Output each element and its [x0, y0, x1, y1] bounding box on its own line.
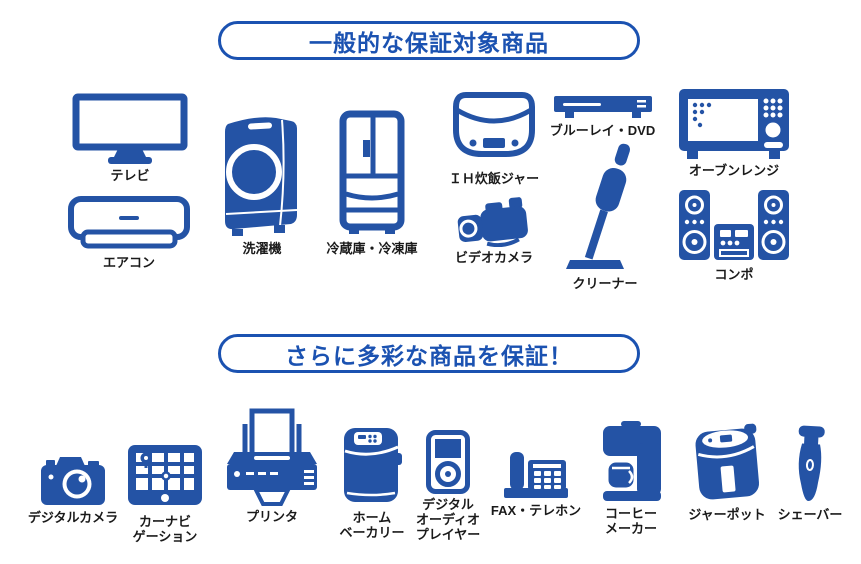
item-compo: コンポ: [678, 190, 790, 283]
item-video-camera: ビデオカメラ: [448, 197, 540, 266]
section-title-more: さらに多彩な商品を保証！: [218, 334, 640, 373]
item-label: FAX・テレホン: [490, 503, 582, 518]
item-printer: プリンタ: [224, 408, 320, 525]
section-title-text: 一般的な保証対象商品: [309, 29, 549, 56]
item-refrigerator: 冷蔵庫・冷凍庫: [320, 110, 424, 257]
jar-pot-icon: [695, 423, 760, 500]
item-label: オーブンレンジ: [688, 163, 780, 178]
item-label: ブルーレイ・DVD: [549, 123, 656, 138]
item-shaver: シェーバー: [772, 424, 848, 523]
digital-camera-icon: [41, 457, 105, 505]
air-conditioner-icon: [68, 196, 190, 249]
item-microwave: オーブンレンジ: [676, 88, 792, 179]
video-camera-icon: [457, 197, 528, 247]
item-label: ホーム ベーカリー: [339, 510, 405, 540]
tv-icon: [72, 93, 188, 164]
item-label: エアコン: [102, 255, 155, 270]
item-label: ＩＨ炊飯ジャー: [448, 171, 540, 186]
item-label: コンポ: [714, 267, 754, 282]
item-bluray-dvd: ブルーレイ・DVD: [545, 94, 660, 139]
item-washing-machine: 洗濯機: [210, 112, 314, 257]
refrigerator-freezer-icon: [339, 110, 405, 234]
digital-audio-player-icon: [426, 430, 470, 494]
item-cleaner: クリーナー: [560, 141, 650, 292]
item-coffee-maker: コーヒー メーカー: [592, 421, 670, 537]
coffee-maker-icon: [603, 421, 661, 501]
item-label: ジャーポット: [688, 507, 766, 522]
item-label: 冷蔵庫・冷凍庫: [326, 241, 418, 256]
washing-machine-icon: [225, 117, 298, 236]
section-title-general: 一般的な保証対象商品: [218, 21, 640, 60]
home-bakery-icon: [344, 428, 402, 502]
stereo-component-icon: [679, 190, 789, 260]
item-label: カーナビ ゲーション: [132, 514, 198, 544]
microwave-oven-icon: [679, 89, 789, 159]
section-title-text: さらに多彩な商品を保証！: [285, 342, 573, 369]
printer-icon: [227, 408, 317, 506]
item-audio-player: デジタル オーディオ プレイヤー: [412, 430, 484, 543]
item-label: プリンタ: [245, 509, 298, 524]
item-label: デジタル オーディオ プレイヤー: [415, 497, 481, 542]
shaver-icon: [798, 425, 825, 501]
item-label: コーヒー メーカー: [604, 506, 657, 536]
item-label: 洗濯機: [242, 241, 282, 256]
item-label: テレビ: [110, 168, 150, 183]
item-home-bakery: ホーム ベーカリー: [334, 423, 410, 541]
stick-vacuum-icon: [566, 143, 631, 269]
bluray-dvd-player-icon: [553, 96, 652, 118]
item-rice-cooker: ＩＨ炊飯ジャー: [442, 90, 546, 187]
item-label: デジタルカメラ: [27, 510, 119, 525]
item-tv: テレビ: [72, 93, 188, 184]
item-car-navigation: カーナビ ゲーション: [118, 443, 212, 545]
car-navigation-icon: [128, 445, 202, 505]
fax-telephone-icon: [504, 452, 568, 498]
item-label: シェーバー: [777, 507, 843, 522]
item-label: ビデオカメラ: [454, 250, 533, 265]
rice-cooker-icon: [453, 92, 535, 157]
item-jar-pot: ジャーポット: [684, 418, 770, 523]
item-digital-camera: デジタルカメラ: [26, 452, 120, 526]
item-air-conditioner: エアコン: [64, 196, 194, 271]
item-label: クリーナー: [572, 276, 638, 291]
item-fax-telephone: FAX・テレホン: [488, 448, 584, 519]
